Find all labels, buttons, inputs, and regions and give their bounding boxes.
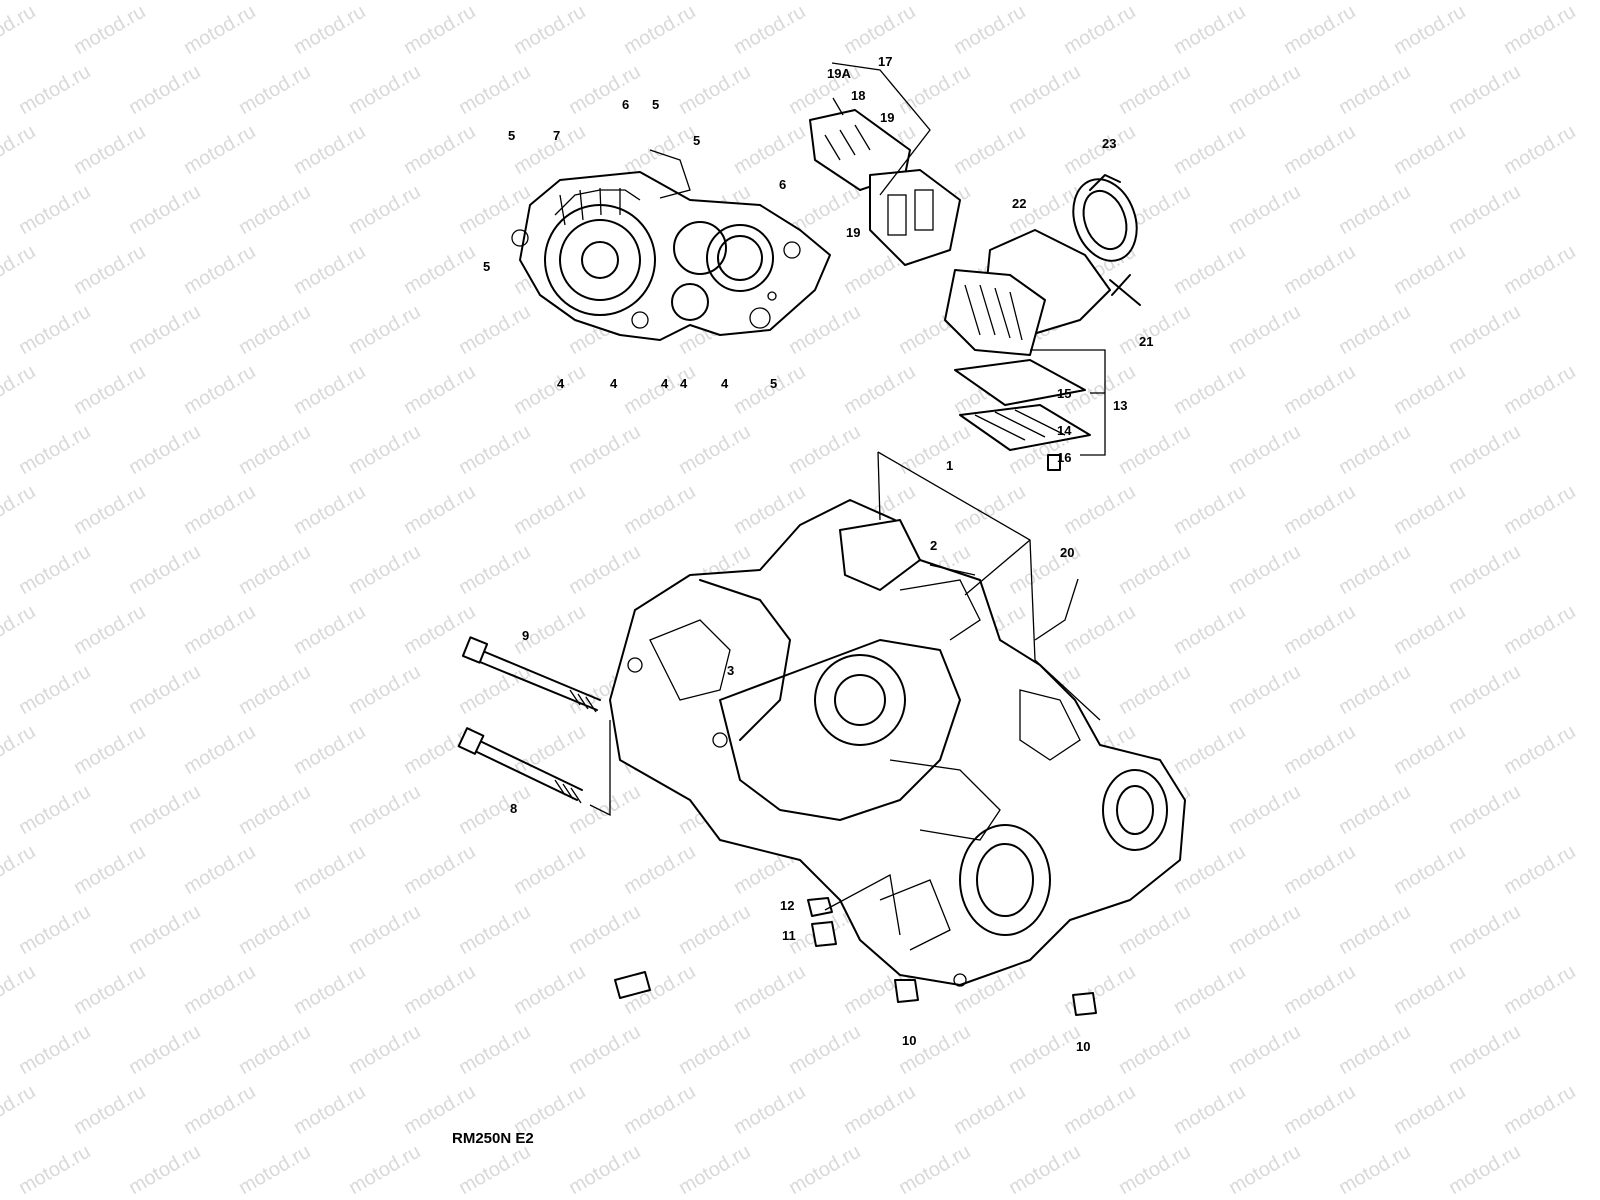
callout-7: 7 bbox=[553, 128, 560, 143]
callout-10a: 10 bbox=[902, 1033, 916, 1048]
callout-6a: 6 bbox=[622, 97, 629, 112]
callout-1: 1 bbox=[946, 458, 953, 473]
callout-12: 12 bbox=[780, 898, 794, 913]
callout-4a: 4 bbox=[557, 376, 565, 391]
model-code-label: RM250N E2 bbox=[452, 1130, 534, 1147]
callout-11: 11 bbox=[782, 928, 796, 943]
callout-17: 17 bbox=[878, 54, 892, 69]
callout-4c: 4 bbox=[661, 376, 669, 391]
callout-13: 13 bbox=[1113, 398, 1127, 413]
callout-16: 16 bbox=[1057, 450, 1071, 465]
reed-valve-group bbox=[809, 109, 1141, 451]
crankcase-bolts bbox=[457, 454, 1097, 1016]
callout-8: 8 bbox=[510, 801, 517, 816]
callout-2: 2 bbox=[930, 538, 937, 553]
callout-18: 18 bbox=[851, 88, 865, 103]
callout-14: 14 bbox=[1057, 423, 1072, 438]
callout-23: 22 bbox=[1012, 196, 1026, 211]
callout-22: 21 bbox=[1139, 334, 1153, 349]
crankcase-cover bbox=[511, 149, 831, 341]
callout-4b: 4 bbox=[610, 376, 618, 391]
leader-lines bbox=[824, 62, 1106, 936]
callout-3: 3 bbox=[727, 663, 734, 678]
callout-5b: 5 bbox=[652, 97, 659, 112]
callout-20: 19A bbox=[827, 66, 851, 81]
crankcase-halves bbox=[609, 499, 1186, 987]
callout-21: 20 bbox=[1060, 545, 1074, 560]
callout-10b: 10 bbox=[1076, 1039, 1090, 1054]
callout-4d: 4 bbox=[680, 376, 688, 391]
callout-19A: 19 bbox=[880, 110, 894, 125]
callout-19: 19 bbox=[846, 225, 860, 240]
callout-4e: 4 bbox=[721, 376, 729, 391]
callout-5c: 5 bbox=[693, 133, 700, 148]
callout-9: 9 bbox=[522, 628, 529, 643]
callout-24: 23 bbox=[1102, 136, 1116, 151]
callout-5a: 5 bbox=[508, 128, 515, 143]
callout-5e: 5 bbox=[770, 376, 777, 391]
callout-5d: 5 bbox=[483, 259, 490, 274]
callout-6b: 6 bbox=[779, 177, 786, 192]
callout-labels: 5 7 6 5 5 6 5 4 4 4 4 4 5 19A 17 18 19 1… bbox=[483, 54, 1153, 1054]
callout-15: 15 bbox=[1057, 386, 1071, 401]
